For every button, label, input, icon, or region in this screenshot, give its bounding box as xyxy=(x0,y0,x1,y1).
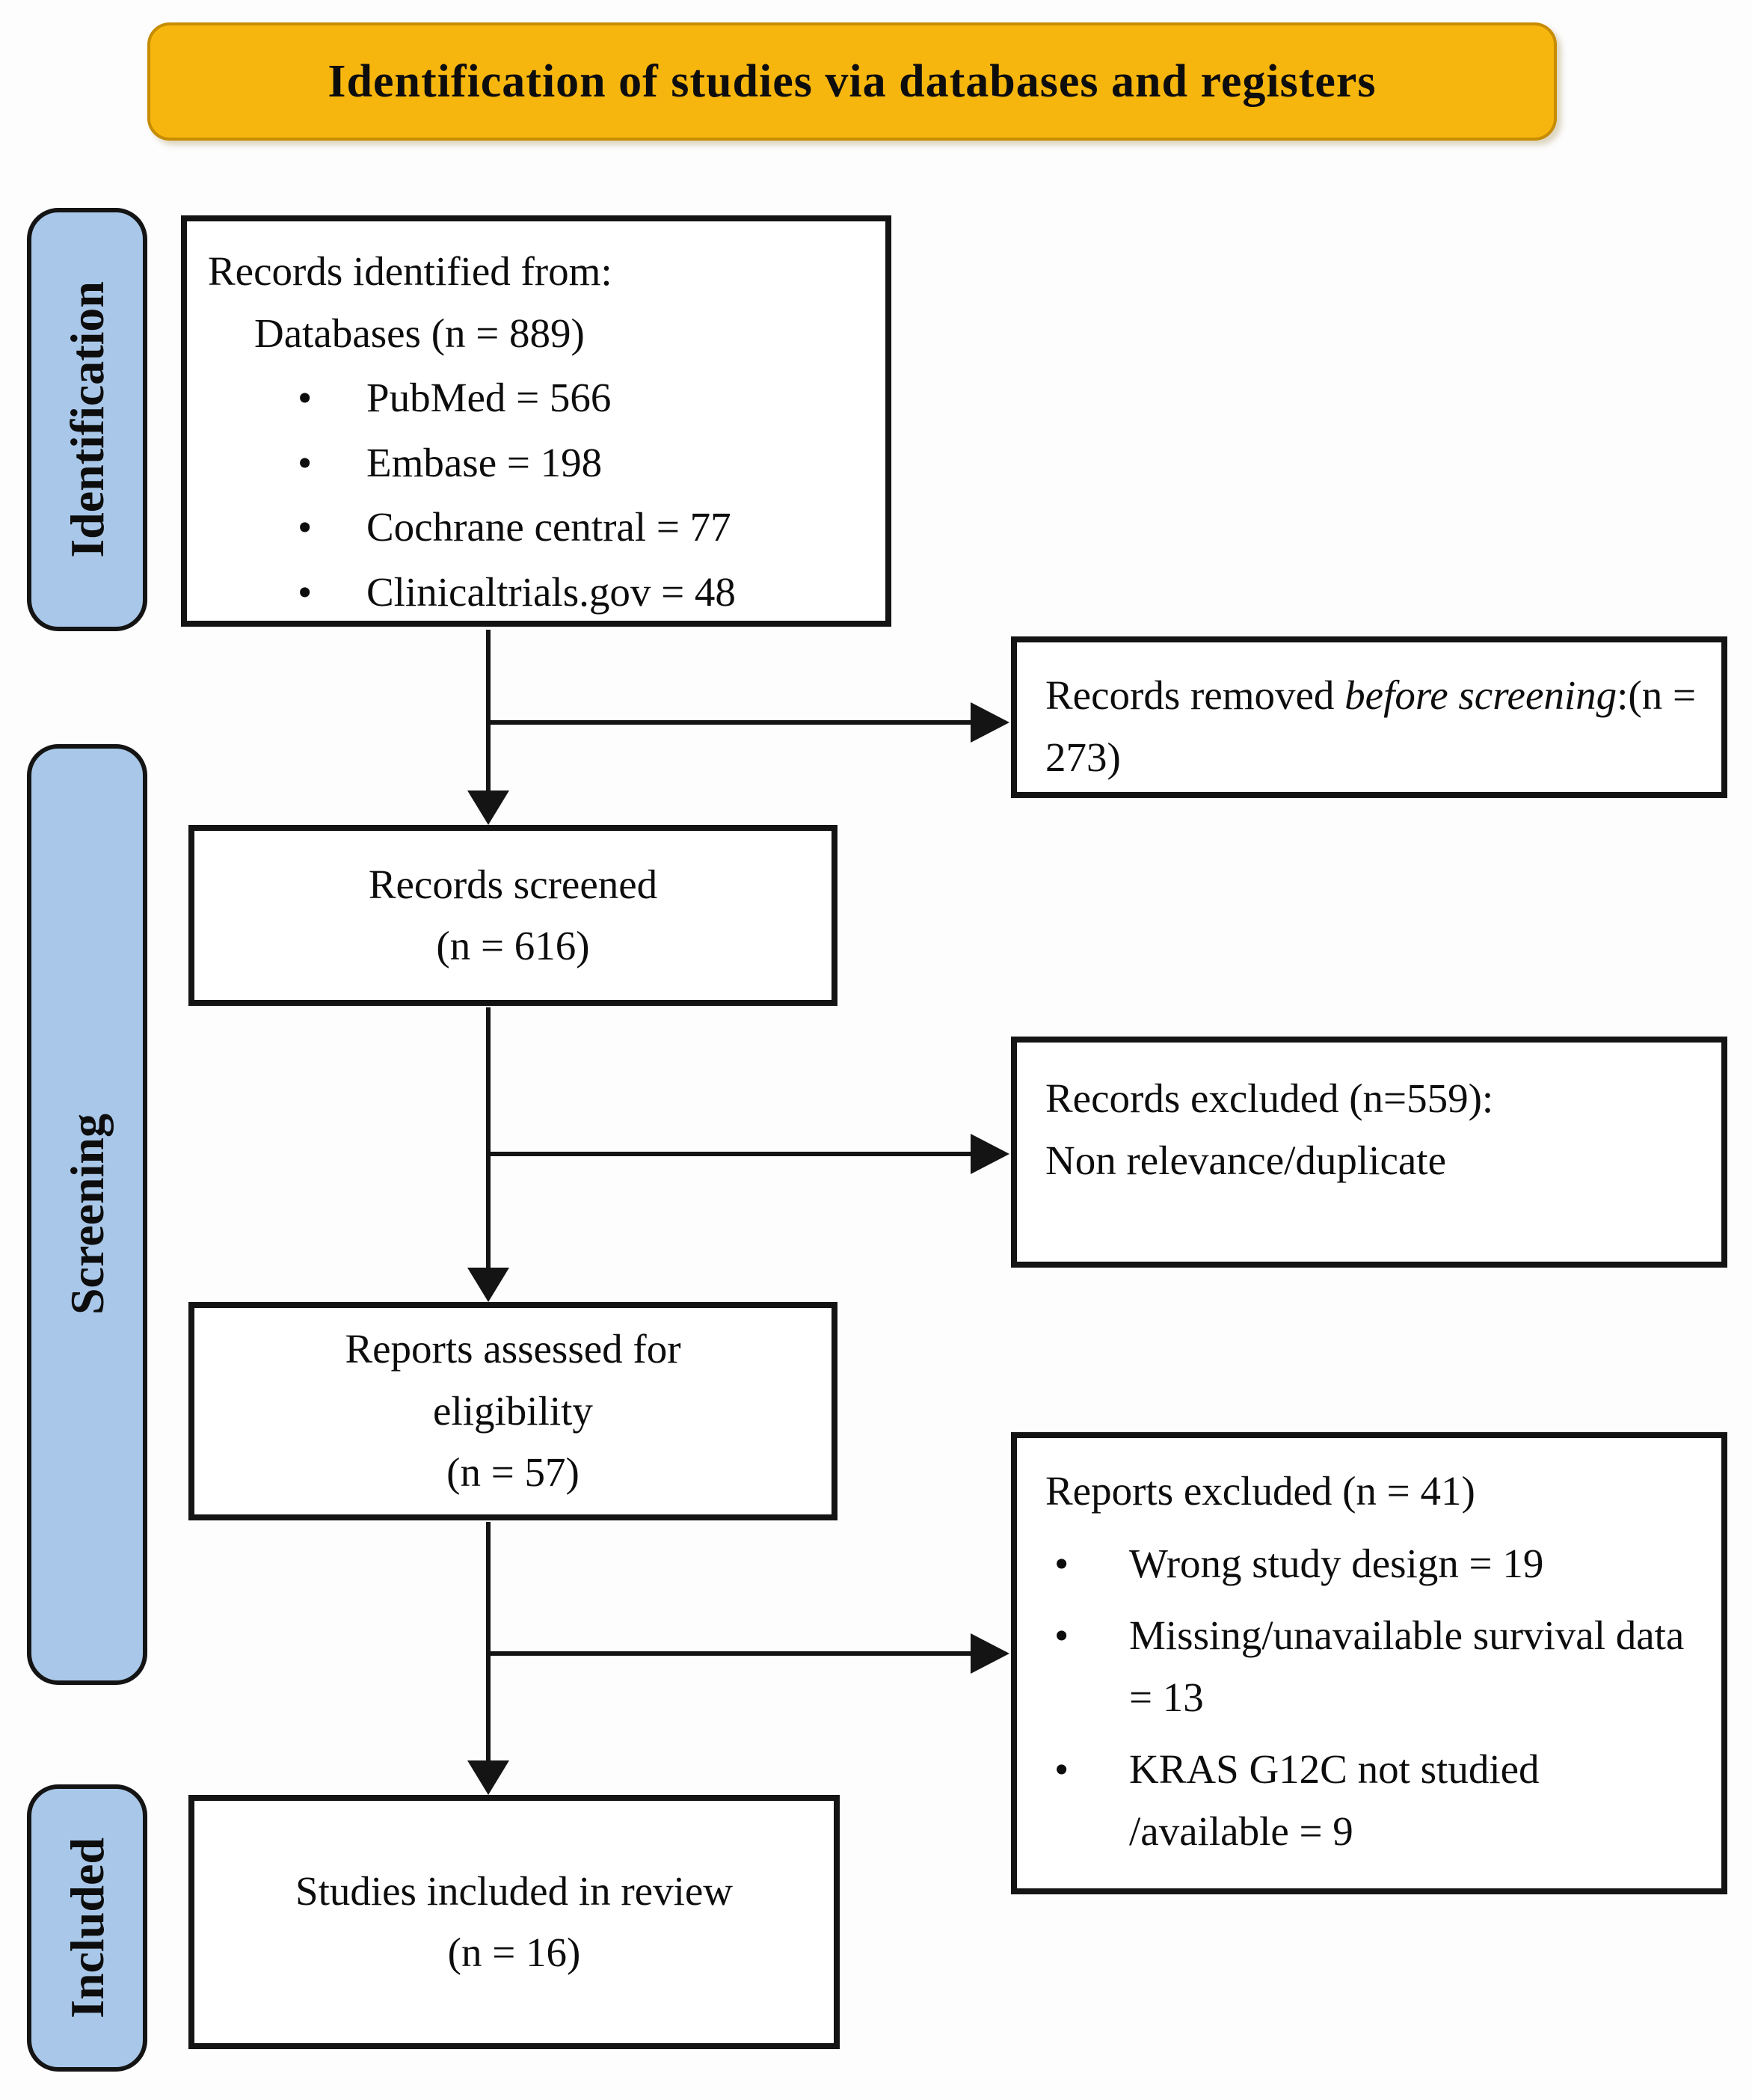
stage-label-included: Included xyxy=(27,1784,147,2072)
arrow-screened-to-assessed-head xyxy=(467,1268,509,1302)
list-item: • Clinicaltrials.gov = 48 xyxy=(298,562,863,624)
studies-included-line1: Studies included in review xyxy=(295,1867,734,1914)
arrow-to-reports-excluded-line xyxy=(488,1651,971,1656)
bullet-icon: • xyxy=(298,439,313,485)
box-studies-included: Studies included in review (n = 16) xyxy=(188,1795,840,2049)
reports-excluded-title: Reports excluded (n = 41) xyxy=(1045,1468,1475,1514)
stage-label-identification-text: Identification xyxy=(60,281,114,558)
records-identified-line2: Databases (n = 889) xyxy=(254,310,585,356)
database-count-cochrane: Cochrane central = 77 xyxy=(366,504,731,550)
studies-included-count: (n = 16) xyxy=(447,1929,581,1975)
list-item: • Cochrane central = 77 xyxy=(298,497,863,559)
excluded-reason-kras: KRAS G12C not studied /available = 9 xyxy=(1129,1746,1540,1854)
records-removed-prefix: Records removed xyxy=(1045,672,1345,718)
records-identified-line1: Records identified from: xyxy=(208,248,612,294)
box-reports-assessed: Reports assessed for eligibility (n = 57… xyxy=(188,1302,837,1520)
bullet-icon: • xyxy=(1054,1612,1069,1658)
list-item: • PubMed = 566 xyxy=(298,367,863,429)
records-excluded-line1: Records excluded (n=559): xyxy=(1045,1075,1494,1121)
records-screened-count: (n = 616) xyxy=(436,923,590,968)
list-item: • KRAS G12C not studied /available = 9 xyxy=(1054,1739,1706,1862)
reports-assessed-count: (n = 57) xyxy=(446,1449,580,1496)
excluded-reason-design: Wrong study design = 19 xyxy=(1129,1540,1544,1586)
arrow-identified-to-screened-line xyxy=(486,630,491,794)
records-removed-text: Records removed before screening:(n = 27… xyxy=(1045,665,1706,788)
bullet-icon: • xyxy=(1054,1540,1069,1586)
stage-label-screening-text: Screening xyxy=(60,1114,114,1315)
banner-title: Identification of studies via databases … xyxy=(328,55,1377,107)
bullet-icon: • xyxy=(298,568,313,615)
excluded-reason-survival: Missing/unavailable survival data = 13 xyxy=(1129,1612,1685,1720)
stage-label-identification: Identification xyxy=(27,208,147,631)
box-reports-excluded: Reports excluded (n = 41) • Wrong study … xyxy=(1011,1432,1727,1894)
arrow-to-records-removed-head xyxy=(971,702,1009,743)
box-records-excluded: Records excluded (n=559): Non relevance/… xyxy=(1011,1037,1727,1268)
list-item: • Wrong study design = 19 xyxy=(1054,1533,1706,1595)
arrow-identified-to-screened-head xyxy=(467,790,509,825)
reports-assessed-line1: Reports assessed for xyxy=(345,1326,681,1372)
arrow-to-records-removed-line xyxy=(488,720,971,725)
bullet-icon: • xyxy=(298,504,313,550)
box-records-identified: Records identified from: Databases (n = … xyxy=(181,215,891,627)
box-records-screened: Records screened (n = 616) xyxy=(188,825,837,1006)
arrow-to-records-excluded-line xyxy=(488,1152,971,1156)
database-count-embase: Embase = 198 xyxy=(366,439,603,485)
database-count-pubmed: PubMed = 566 xyxy=(366,375,612,420)
arrow-screened-to-assessed-line xyxy=(486,1007,491,1271)
list-item: • Missing/unavailable survival data = 13 xyxy=(1054,1605,1706,1728)
box-records-removed: Records removed before screening:(n = 27… xyxy=(1011,636,1727,798)
arrow-to-records-excluded-head xyxy=(971,1134,1009,1174)
database-count-clinicaltrials: Clinicaltrials.gov = 48 xyxy=(366,568,736,615)
stage-label-included-text: Included xyxy=(60,1838,114,2018)
records-screened-line1: Records screened xyxy=(368,861,658,907)
arrow-assessed-to-included-line xyxy=(486,1522,491,1763)
list-item: • Embase = 198 xyxy=(298,432,863,494)
reports-assessed-line2: eligibility xyxy=(433,1387,593,1434)
banner-title-box: Identification of studies via databases … xyxy=(147,22,1557,141)
records-removed-italic: before screening xyxy=(1344,672,1617,718)
bullet-icon: • xyxy=(298,375,313,420)
arrow-to-reports-excluded-head xyxy=(971,1633,1009,1674)
records-excluded-line2: Non relevance/duplicate xyxy=(1045,1137,1446,1183)
stage-label-screening: Screening xyxy=(27,744,147,1685)
records-removed-suffix: :(n = 273) xyxy=(1045,672,1697,780)
arrow-assessed-to-included-head xyxy=(467,1760,509,1795)
bullet-icon: • xyxy=(1054,1746,1069,1792)
